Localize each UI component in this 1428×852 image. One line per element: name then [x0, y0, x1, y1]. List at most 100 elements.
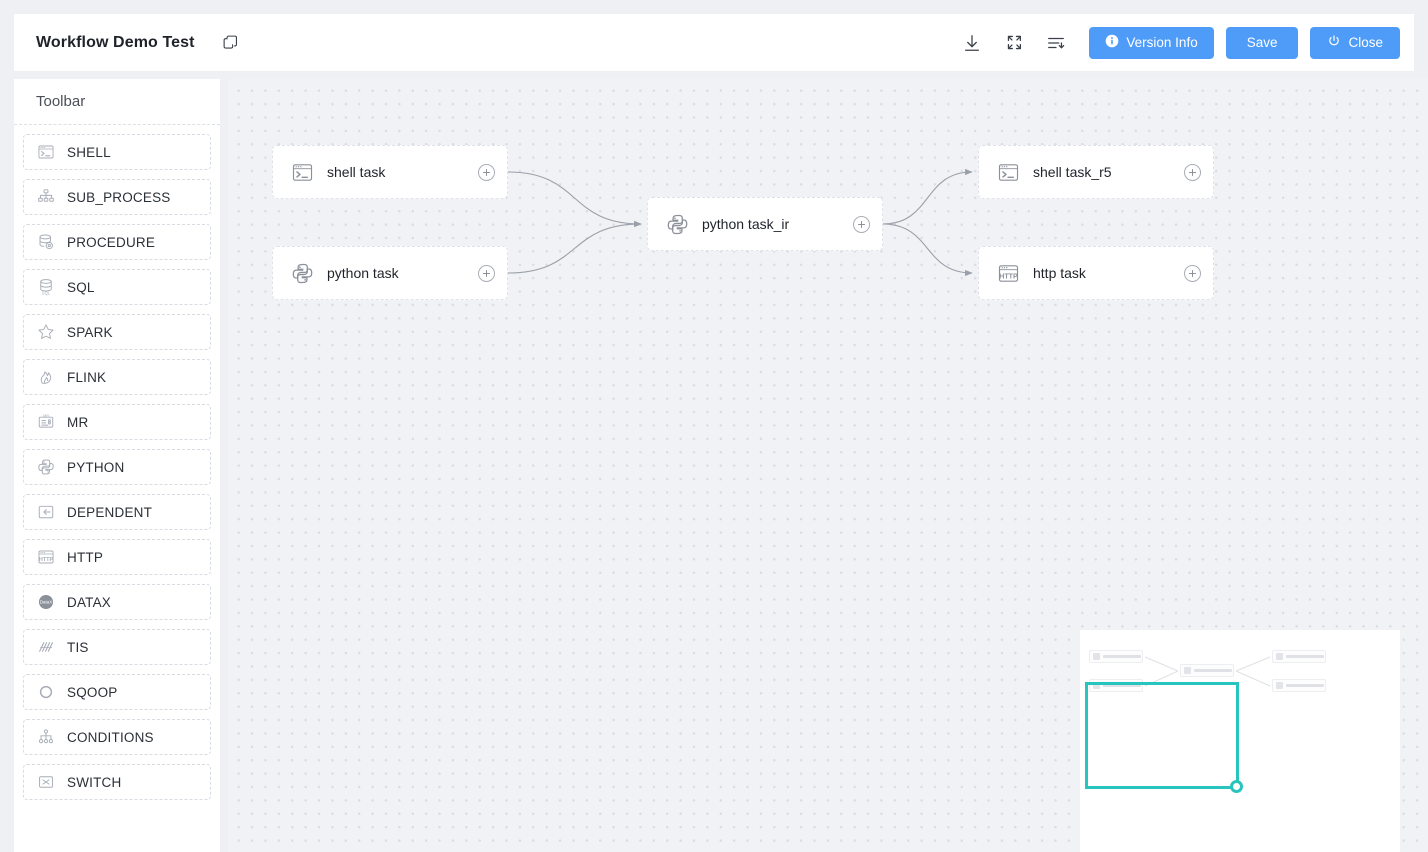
toolbar-item-dependent[interactable]: DEPENDENT	[23, 494, 211, 530]
flink-icon	[36, 367, 56, 387]
minimap-node	[1180, 664, 1234, 677]
shell-icon	[995, 159, 1021, 185]
tis-icon	[36, 637, 56, 657]
fullscreen-icon[interactable]	[999, 28, 1029, 58]
dag-node-label: shell task_r5	[1033, 164, 1112, 180]
toolbar-item-mr[interactable]: MR MR	[23, 404, 211, 440]
dag-node-python-task[interactable]: python task	[272, 246, 508, 300]
minimap-node-icon	[1184, 667, 1191, 674]
dag-node-add-handle[interactable]	[853, 215, 870, 233]
copy-icon[interactable]	[221, 33, 241, 53]
save-label: Save	[1246, 35, 1278, 50]
minimap-node-label	[1103, 655, 1141, 658]
minimap-node	[1272, 679, 1326, 692]
dag-node-add-handle[interactable]	[478, 264, 495, 282]
minimap-resize-handle[interactable]	[1230, 780, 1243, 793]
python-icon	[664, 211, 690, 237]
dependent-icon	[36, 502, 56, 522]
dag-edge[interactable]	[882, 168, 973, 225]
dag-canvas[interactable]: shell task python task python task_ir sh…	[228, 79, 1428, 852]
datax-icon: DataX	[36, 592, 56, 612]
toolbar-item-conditions[interactable]: CONDITIONS	[23, 719, 211, 755]
toolbar-item-list: SHELL SUB_PROCESS PROCEDURE SQL SQL SPARK…	[14, 125, 220, 800]
minimap-node-icon	[1276, 653, 1283, 660]
toolbar-item-label: SPARK	[67, 324, 113, 340]
toolbar-item-sqoop[interactable]: SQOOP	[23, 674, 211, 710]
toolbar-item-label: HTTP	[67, 549, 104, 565]
dag-node-label: shell task	[327, 164, 386, 180]
toolbar-item-label: SQL	[67, 279, 95, 295]
dag-node-add-handle[interactable]	[1184, 163, 1201, 181]
http-icon: HTTP	[36, 547, 56, 567]
toolbar-title: Toolbar	[14, 79, 220, 125]
sub-process-icon	[36, 187, 56, 207]
minimap-node	[1272, 650, 1326, 663]
close-button[interactable]: Close	[1310, 26, 1400, 59]
sqoop-icon	[36, 682, 56, 702]
toolbar-item-spark[interactable]: SPARK	[23, 314, 211, 350]
toolbar-item-sub_process[interactable]: SUB_PROCESS	[23, 179, 211, 215]
toolbar-item-label: SWITCH	[67, 774, 122, 790]
minimap-node-icon	[1093, 682, 1100, 689]
dag-edge[interactable]	[882, 223, 973, 277]
toolbar-item-switch[interactable]: SWITCH	[23, 764, 211, 800]
shell-icon	[36, 142, 56, 162]
toolbar-item-python[interactable]: PYTHON	[23, 449, 211, 485]
download-icon[interactable]	[957, 28, 987, 58]
toolbar-item-label: FLINK	[67, 369, 107, 385]
toolbar-item-flink[interactable]: FLINK	[23, 359, 211, 395]
toolbar-item-http[interactable]: HTTP HTTP	[23, 539, 211, 575]
minimap-node-icon	[1276, 682, 1283, 689]
toolbar-item-label: CONDITIONS	[67, 729, 154, 745]
dag-node-add-handle[interactable]	[1184, 264, 1201, 282]
edge-layer	[507, 168, 973, 277]
minimap-viewport[interactable]	[1085, 682, 1243, 793]
dag-node-shell-task-r5[interactable]: shell task_r5	[978, 145, 1214, 199]
dag-node-add-handle[interactable]	[478, 163, 495, 181]
svg-text:DataX: DataX	[40, 600, 53, 605]
toolbar-item-label: DATAX	[67, 594, 112, 610]
mr-icon: MR	[36, 412, 56, 432]
toolbar-item-tis[interactable]: TIS	[23, 629, 211, 665]
toolbar-item-label: DEPENDENT	[67, 504, 153, 520]
conditions-icon	[36, 727, 56, 747]
svg-text:HTTP: HTTP	[999, 272, 1018, 280]
app-header: Workflow Demo Test	[14, 14, 1414, 71]
minimap[interactable]	[1080, 630, 1400, 852]
save-button[interactable]: Save	[1225, 26, 1299, 59]
toolbar-item-label: PROCEDURE	[67, 234, 156, 250]
minimap-node	[1089, 650, 1143, 663]
dag-node-label: python task	[327, 265, 399, 281]
python-icon	[36, 457, 56, 477]
close-label: Close	[1348, 35, 1383, 50]
toolbar-panel: Toolbar SHELL SUB_PROCESS PROCEDURE S	[14, 79, 220, 852]
toolbar-item-label: SQOOP	[67, 684, 118, 700]
minimap-node-icon	[1093, 653, 1100, 660]
power-icon	[1327, 34, 1341, 51]
svg-text:MR: MR	[43, 414, 49, 418]
toolbar-item-label: MR	[67, 414, 89, 430]
toolbar-item-label: TIS	[67, 639, 89, 655]
toolbar-item-datax[interactable]: DataX DATAX	[23, 584, 211, 620]
version-info-button[interactable]: Version Info	[1089, 26, 1214, 59]
toolbar-item-procedure[interactable]: PROCEDURE	[23, 224, 211, 260]
switch-icon	[36, 772, 56, 792]
toolbar-item-sql[interactable]: SQL SQL	[23, 269, 211, 305]
toolbar-item-shell[interactable]: SHELL	[23, 134, 211, 170]
format-icon[interactable]	[1041, 28, 1071, 58]
http-icon: HTTP	[995, 260, 1021, 286]
minimap-node-label	[1286, 684, 1324, 687]
dag-node-label: python task_ir	[702, 216, 790, 232]
dag-edge[interactable]	[507, 171, 642, 228]
shell-icon	[289, 159, 315, 185]
page-title: Workflow Demo Test	[36, 33, 195, 51]
python-icon	[289, 260, 315, 286]
dag-node-shell-task[interactable]: shell task	[272, 145, 508, 199]
minimap-node-label	[1103, 684, 1141, 687]
dag-edge[interactable]	[507, 220, 642, 274]
dag-node-python-task-ir[interactable]: python task_ir	[647, 197, 883, 251]
toolbar-item-label: SHELL	[67, 144, 111, 160]
sql-icon: SQL	[36, 277, 56, 297]
